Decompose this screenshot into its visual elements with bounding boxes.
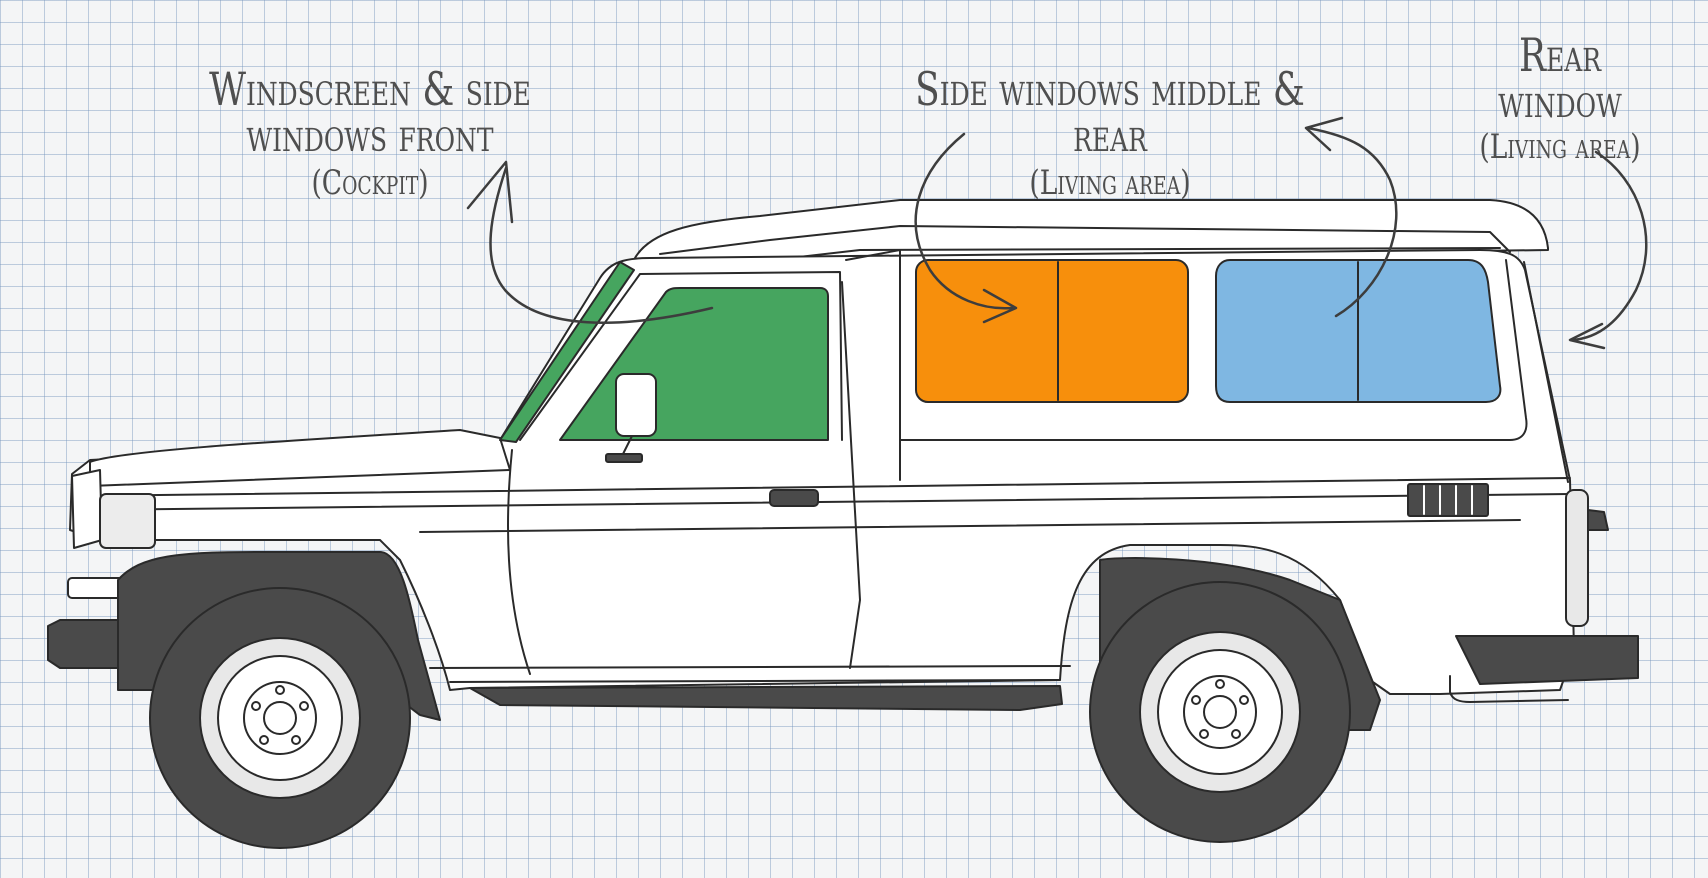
vehicle-body xyxy=(69,249,1575,695)
b-pillar xyxy=(845,249,901,481)
front-grille xyxy=(71,469,103,549)
side-vent-slats xyxy=(1423,485,1473,515)
front-door-edge-rear xyxy=(841,281,861,669)
rear-wheel xyxy=(1089,581,1351,843)
curved-arrow-front-icon xyxy=(466,160,714,324)
rear-bumper xyxy=(1455,635,1639,685)
middle-window xyxy=(915,259,1189,403)
label-middle-subtitle: (Living area) xyxy=(1029,163,1191,203)
front-wheel xyxy=(149,587,411,849)
vehicle-hood xyxy=(89,429,511,487)
curved-arrow-middle-icon xyxy=(914,116,1398,324)
label-rear-window: Rear window (Living area) xyxy=(1430,32,1690,164)
vehicle-roof xyxy=(634,199,1549,263)
label-front-subtitle: (Cockpit) xyxy=(311,163,429,203)
curved-arrow-rear-icon xyxy=(1568,150,1648,350)
label-middle-windows: Side windows middle & rear (Living area) xyxy=(860,66,1360,200)
vehicle-sill-lower xyxy=(449,679,1061,683)
vehicle-rocker xyxy=(469,685,1063,711)
mirror-base xyxy=(605,453,643,463)
side-mirror xyxy=(615,373,657,437)
vehicle-crease-top xyxy=(79,477,1571,497)
label-front-title: Windscreen & side windows front xyxy=(209,62,531,162)
vehicle-roof-rail xyxy=(659,225,1511,255)
tail-light xyxy=(1565,489,1589,627)
vehicle-crease-low xyxy=(419,519,1521,533)
label-rear-title: Rear window xyxy=(1498,28,1622,128)
front-door-frame xyxy=(519,271,843,441)
side-vent xyxy=(1407,483,1489,517)
mirror-arm xyxy=(621,435,633,457)
label-middle-title: Side windows middle & rear xyxy=(915,62,1305,162)
rear-step xyxy=(1449,675,1569,703)
rear-pillar-line xyxy=(1523,261,1569,483)
label-rear-subtitle: (Living area) xyxy=(1479,127,1641,167)
front-bumper xyxy=(47,619,129,669)
door-handle xyxy=(769,489,819,507)
tail-bracket xyxy=(1587,509,1609,531)
front-door-edge-front xyxy=(507,449,531,675)
vehicle-sill xyxy=(429,665,1071,669)
headlight xyxy=(99,493,156,549)
rear-window-frame xyxy=(899,259,1528,441)
label-front-windows: Windscreen & side windows front (Cockpit… xyxy=(80,66,660,200)
vehicle-crease-mid xyxy=(79,493,1571,511)
